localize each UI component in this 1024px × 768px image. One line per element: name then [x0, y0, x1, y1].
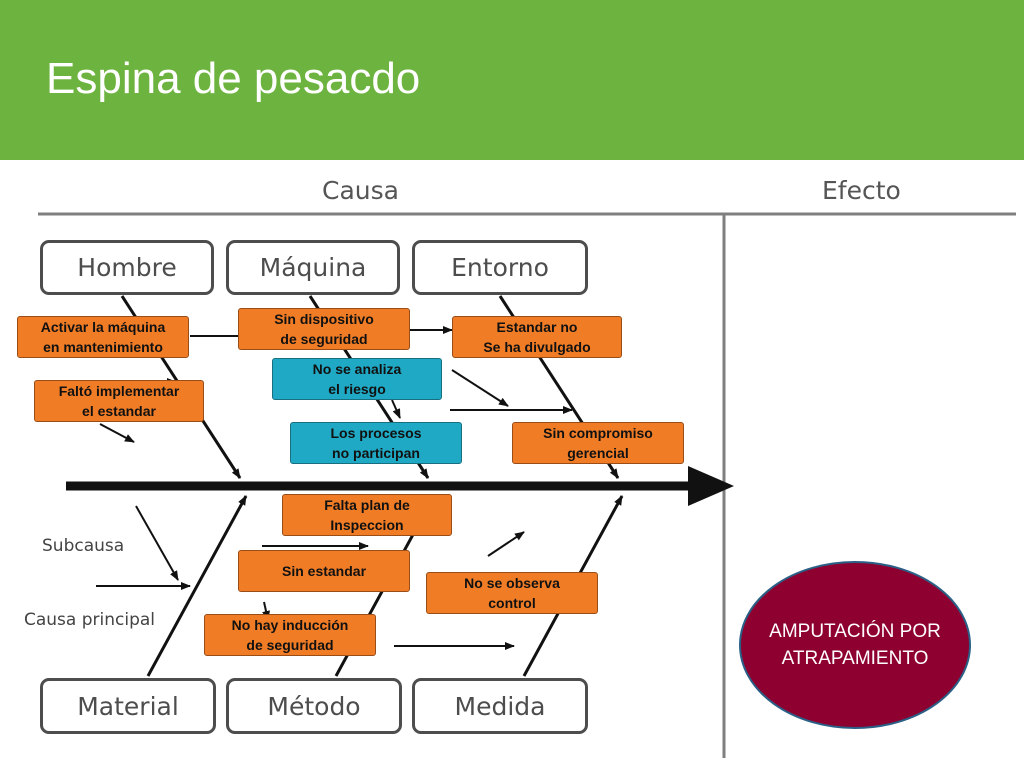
cause-falto-implementar: Faltó implementar el estandar [34, 380, 204, 422]
cause-no-se-observa-control: No se observa control [426, 572, 598, 614]
cause-sin-dispositivo: Sin dispositivo de seguridad [238, 308, 410, 350]
bone-material [146, 495, 248, 677]
category-entorno: Entorno [412, 240, 588, 295]
cause-estandar-no-divulgado: Estandar no Se ha divulgado [452, 316, 622, 358]
subcause-arrow [391, 399, 401, 419]
spine-arrowhead [688, 466, 734, 506]
cause-procesos-no-participan: Los procesos no participan [290, 422, 462, 464]
subcause-label: Subcausa [42, 536, 125, 556]
cause-header: Causa [322, 176, 399, 205]
slide-title: Espina de pesacdo [46, 54, 421, 103]
category-medida: Medida [412, 678, 588, 734]
subcause-arrow [487, 531, 525, 557]
category-maquina: Máquina [226, 240, 400, 295]
cause-sin-compromiso: Sin compromiso gerencial [512, 422, 684, 464]
cause-falta-plan-inspeccion: Falta plan de Inspeccion [282, 494, 452, 536]
cause-no-hay-induccion: No hay inducción de seguridad [204, 614, 376, 656]
effect-label: AMPUTACIÓN POR ATRAPAMIENTO [769, 621, 941, 669]
category-metodo: Método [226, 678, 402, 734]
title-bar: Espina de pesacdo [0, 0, 1024, 160]
fishbone-diagram: Causa Efecto Hombre Máquina Entorno Mate… [0, 160, 1024, 768]
category-material: Material [40, 678, 216, 734]
cause-sin-estandar: Sin estandar [238, 550, 410, 592]
cause-activar-maquina: Activar la máquina en mantenimiento [17, 316, 189, 358]
effect-header: Efecto [822, 176, 901, 205]
main-cause-label: Causa principal [24, 610, 156, 630]
effect-ellipse [739, 561, 971, 729]
cause-no-analiza-riesgo: No se analiza el riesgo [272, 358, 442, 400]
category-hombre: Hombre [40, 240, 214, 295]
subcause-arrow [99, 423, 135, 443]
subcause-arrow [451, 369, 509, 407]
subcause-arrow [135, 505, 179, 581]
